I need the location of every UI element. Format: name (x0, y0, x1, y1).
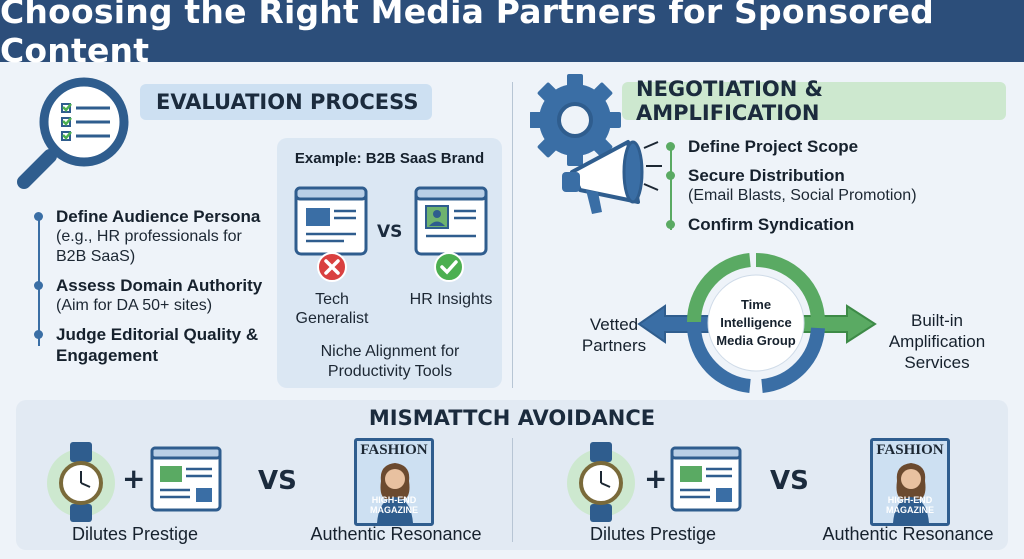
evaluation-heading: EVALUATION PROCESS (140, 84, 432, 120)
evaluation-item-title: Define Audience Persona (56, 207, 261, 226)
authentic-resonance-caption: Authentic Resonance (310, 524, 482, 544)
bullet-dot (34, 212, 43, 221)
vs-label: VS (377, 222, 403, 242)
example-title: Example: B2B SaaS Brand (294, 150, 485, 167)
evaluation-item-title: Judge Editorial Quality & Engagement (56, 325, 259, 365)
left-arrow-icon (637, 304, 716, 344)
watch-icon (47, 442, 115, 522)
evaluation-heading-text: EVALUATION PROCESS (156, 90, 419, 114)
magazine-title: FASHION (876, 442, 944, 458)
negotiation-item-title: Confirm Syndication (688, 215, 855, 234)
negotiation-item-title: Define Project Scope (688, 137, 859, 156)
example-panel: Example: B2B SaaS Brand VS Tech Generali… (277, 138, 502, 388)
negotiation-item: Confirm Syndication (666, 214, 986, 235)
model-figure-icon (893, 463, 929, 523)
dilutes-prestige-caption: Dilutes Prestige (71, 524, 199, 544)
mismatch-panel-1: + VS FASHION HIGH-END MAGAZINE Dilutes P… (16, 400, 512, 550)
plus-sign: + (644, 462, 668, 495)
negotiation-item-title: Secure Distribution (688, 166, 845, 185)
vs-label: VS (770, 466, 809, 496)
evaluation-item: Assess Domain Authority (Aim for DA 50+ … (34, 275, 274, 316)
vetted-partners-label: Vetted Partners (581, 315, 647, 355)
magazine-cover: FASHION HIGH-END MAGAZINE (354, 438, 434, 526)
negotiation-heading-text: NEGOTIATION & AMPLIFICATION (636, 77, 823, 125)
magazine-tag: HIGH-END MAGAZINE (886, 495, 934, 515)
magnifier-checklist-icon (17, 77, 129, 189)
bullet-dot (34, 281, 43, 290)
bullet-dot (666, 171, 675, 180)
authentic-resonance-caption: Authentic Resonance (822, 524, 994, 544)
bullet-dot (666, 220, 675, 229)
title-bar: Choosing the Right Media Partners for Sp… (0, 0, 1024, 70)
negotiation-item: Define Project Scope (666, 136, 986, 157)
check-icon (434, 252, 464, 282)
bullet-dot (666, 142, 675, 151)
watch-icon (567, 442, 635, 522)
cross-icon (317, 252, 347, 282)
dilutes-prestige-caption: Dilutes Prestige (589, 524, 717, 544)
partner-cycle-diagram (637, 253, 877, 393)
negotiation-list: Define Project Scope Secure Distribution… (666, 136, 986, 243)
webpage-icon (670, 446, 742, 512)
tech-generalist-label: Tech Generalist (295, 291, 369, 327)
browser-window-icon (294, 186, 368, 256)
bullet-dot (34, 330, 43, 339)
vs-label: VS (258, 466, 297, 496)
webpage-icon (150, 446, 222, 512)
profile-browser-icon (414, 186, 488, 256)
model-figure-icon (377, 463, 413, 523)
amplification-services-label: Built-in Amplification Services (888, 311, 986, 372)
negotiation-timeline (670, 146, 672, 230)
mismatch-heading: MISMATTCH AVOIDANCE (368, 406, 656, 430)
evaluation-item: Define Audience Persona (e.g., HR profes… (34, 206, 274, 267)
negotiation-heading: NEGOTIATION & AMPLIFICATION (622, 77, 1006, 125)
evaluation-item-detail: (e.g., HR professionals for B2B SaaS) (56, 228, 242, 265)
negotiation-item: Secure Distribution (Email Blasts, Socia… (666, 165, 986, 206)
evaluation-item-title: Assess Domain Authority (56, 276, 263, 295)
evaluation-list: Define Audience Persona (e.g., HR profes… (34, 206, 274, 374)
cycle-center-label: Time Intelligence Media Group (716, 297, 796, 348)
magazine-cover: FASHION HIGH-END MAGAZINE (870, 438, 950, 526)
section-divider (512, 82, 513, 388)
page-title: Choosing the Right Media Partners for Sp… (0, 0, 934, 70)
mismatch-divider (512, 438, 513, 542)
magazine-tag: HIGH-END MAGAZINE (370, 495, 418, 515)
right-arrow-icon (796, 304, 877, 344)
evaluation-item: Judge Editorial Quality & Engagement (34, 324, 274, 366)
magazine-title: FASHION (360, 442, 428, 458)
evaluation-item-detail: (Aim for DA 50+ sites) (56, 297, 213, 314)
negotiation-item-detail: (Email Blasts, Social Promotion) (688, 187, 917, 204)
example-footer: Niche Alignment for Productivity Tools (320, 343, 460, 380)
sound-lines-icon (643, 141, 662, 191)
hr-insights-label: HR Insights (409, 291, 493, 308)
mismatch-panel-2: + VS FASHION HIGH-END MAGAZINE Dilutes P… (538, 400, 1008, 550)
plus-sign: + (122, 462, 146, 495)
gear-megaphone-icon (530, 74, 644, 214)
